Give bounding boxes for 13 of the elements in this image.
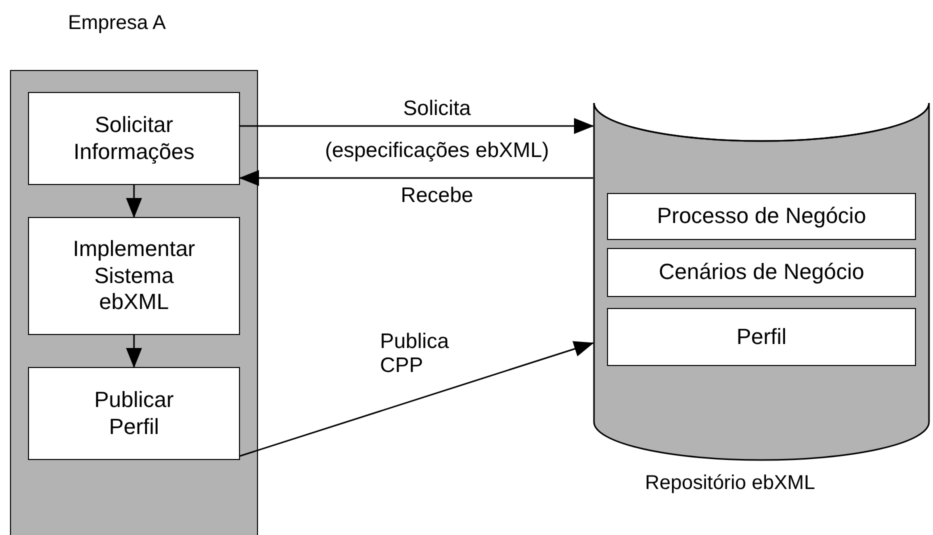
process-box: Solicitar Informações xyxy=(28,92,240,185)
arrow xyxy=(240,341,594,457)
group-heading: Repositório ebXML xyxy=(645,472,816,495)
arrow xyxy=(239,170,593,186)
process-box: Publicar Perfil xyxy=(28,367,240,460)
process-box: Perfil xyxy=(607,308,916,366)
group-heading: Empresa A xyxy=(68,12,166,35)
arrow xyxy=(126,185,142,218)
process-box: Processo de Negócio xyxy=(607,193,916,240)
arrow xyxy=(240,118,594,134)
arrow xyxy=(126,335,142,368)
process-box: Cenários de Negócio xyxy=(607,248,916,297)
process-box: Implementar Sistema ebXML xyxy=(28,217,240,335)
